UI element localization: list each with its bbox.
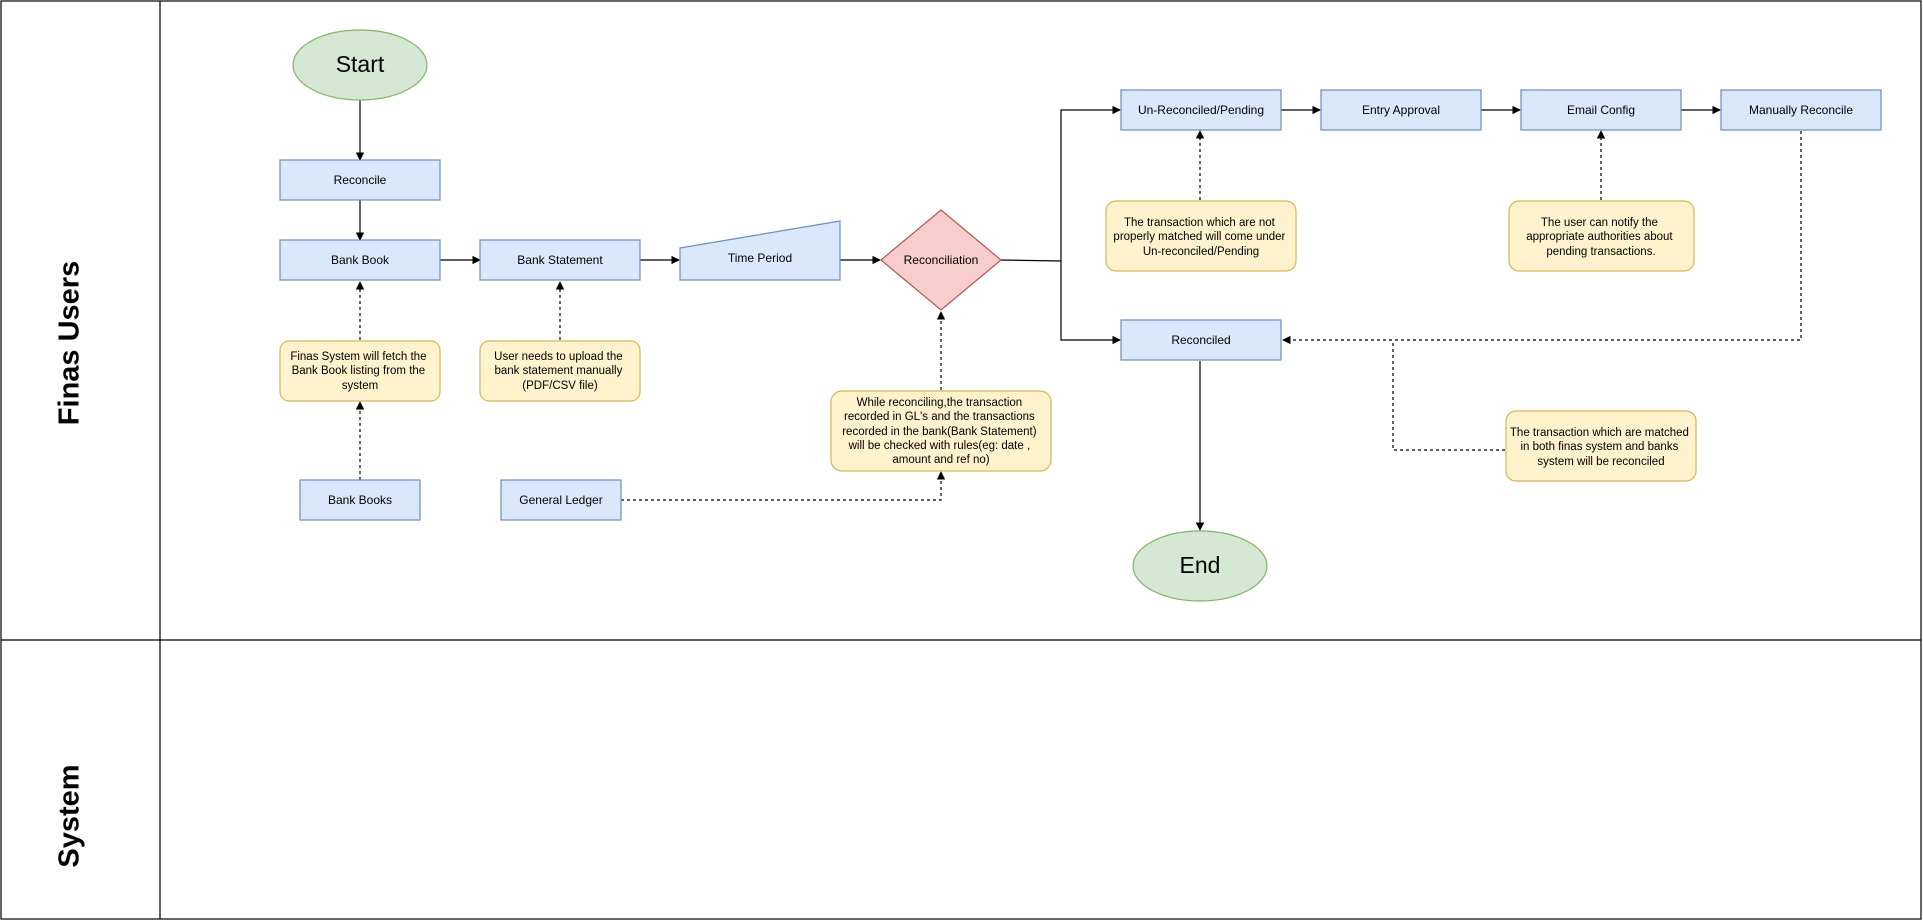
note-fetch-bank-book: Finas System will fetch the Bank Book li…: [279, 340, 441, 402]
annotation-connectors: [355, 130, 1802, 501]
edge-to-reconciled: [1060, 261, 1121, 345]
lane-label-system: System: [54, 764, 86, 867]
reconcile-node: Reconcile: [279, 159, 441, 201]
entry-approval-node: Entry Approval: [1320, 89, 1482, 131]
reconciliation-decision: Reconciliation: [880, 209, 1002, 311]
svg-text:Email Config: Email Config: [1567, 103, 1635, 117]
flow-connectors: [355, 100, 1721, 531]
general-ledger-node: General Ledger: [500, 479, 622, 521]
reconciled-node: Reconciled: [1120, 319, 1282, 361]
svg-text:Manually Reconcile: Manually Reconcile: [1749, 103, 1853, 117]
svg-text:General Ledger: General Ledger: [519, 493, 602, 507]
svg-text:While reconciling,the transact: While reconciling,the transaction record…: [842, 397, 1040, 466]
svg-text:Entry Approval: Entry Approval: [1362, 103, 1440, 117]
svg-text:Time Period: Time Period: [728, 251, 792, 265]
edge-matched-reconciled: [1392, 340, 1505, 451]
note-reconciliation-rules: While reconciling,the transaction record…: [830, 390, 1052, 472]
lane-label-finas-users: Finas Users: [54, 261, 86, 425]
svg-text:End: End: [1180, 552, 1221, 578]
svg-text:Start: Start: [336, 51, 385, 77]
svg-text:Bank Books: Bank Books: [328, 493, 392, 507]
end-node: End: [1132, 530, 1268, 602]
note-matched-transactions: The transaction which are matched in bot…: [1505, 410, 1697, 482]
svg-text:Reconciled: Reconciled: [1171, 333, 1230, 347]
svg-text:Finas System will fetch the: Finas System will fetch the Bank Book li…: [290, 351, 429, 392]
svg-text:User needs to upload the: User needs to upload the bank statement …: [494, 351, 626, 392]
svg-text:Un-Reconciled/Pending: Un-Reconciled/Pending: [1138, 103, 1264, 117]
edge-to-unreconciled: [1060, 105, 1121, 261]
edge-reconciliation-split: [999, 259, 1062, 262]
svg-text:The transaction which are not: The transaction which are not properly m…: [1113, 217, 1288, 258]
manually-reconcile-node: Manually Reconcile: [1720, 89, 1882, 131]
note-upload-statement: User needs to upload the bank statement …: [479, 340, 641, 402]
svg-text:Bank Book: Bank Book: [331, 253, 390, 267]
svg-text:The user can notify the: The user can notify the appropriate auth…: [1526, 217, 1676, 258]
email-config-node: Email Config: [1520, 89, 1682, 131]
svg-text:Reconciliation: Reconciliation: [904, 253, 979, 267]
bank-statement-node: Bank Statement: [479, 239, 641, 281]
unreconciled-node: Un-Reconciled/Pending: [1120, 89, 1282, 131]
note-unmatched-transactions: The transaction which are not properly m…: [1105, 200, 1297, 272]
bank-books-node: Bank Books: [299, 479, 421, 521]
edge-ledger-rules: [621, 471, 946, 501]
bank-book-node: Bank Book: [279, 239, 441, 281]
note-notify-authorities: The user can notify the appropriate auth…: [1508, 200, 1695, 272]
start-node: Start: [292, 29, 428, 101]
time-period-node: Time Period: [679, 220, 841, 281]
svg-text:Bank Statement: Bank Statement: [517, 253, 603, 267]
svg-text:The transaction which are matc: The transaction which are matched in bot…: [1510, 427, 1692, 468]
edge-manual-reconciled: [1282, 131, 1802, 345]
svg-text:Reconcile: Reconcile: [334, 173, 387, 187]
